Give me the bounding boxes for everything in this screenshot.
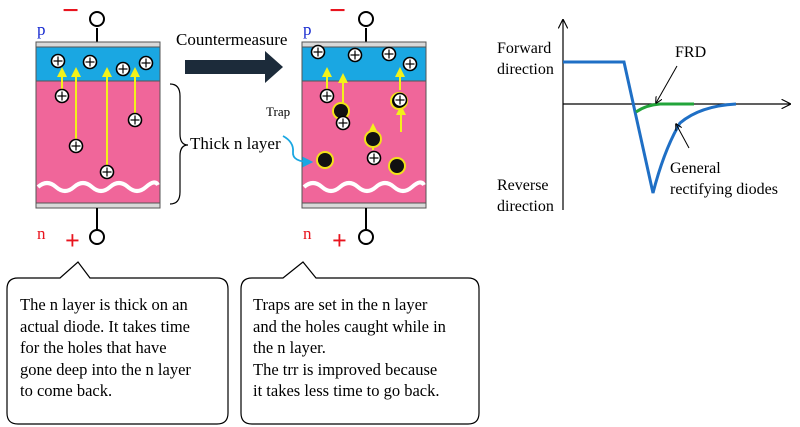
frd-pointer: [656, 65, 678, 103]
reverse-label-line: Reverse: [497, 177, 549, 194]
callout-line: it takes less time to go back.: [253, 381, 440, 400]
right-n-label: n: [303, 224, 312, 243]
frd-label: FRD: [675, 44, 707, 61]
left-p-label: p: [37, 20, 46, 39]
left-n-layer: [35, 80, 161, 204]
left-wave: [36, 180, 160, 193]
right-p-label: p: [303, 20, 312, 39]
left-n-label: n: [37, 224, 46, 243]
right-callout-text: Traps are set in the n layer and the hol…: [253, 294, 446, 402]
general-pointer: [676, 124, 690, 149]
left-plus-sign: +: [65, 226, 80, 255]
left-callout-bubble: [6, 261, 229, 425]
right-device: [301, 11, 427, 245]
callout-line: Traps are set in the n layer: [253, 295, 428, 314]
left-bottom-terminal: [89, 229, 105, 245]
right-top-terminal: [358, 11, 374, 27]
reverse-label-line: direction: [497, 198, 554, 215]
left-top-terminal: [89, 11, 105, 27]
left-callout-text: The n layer is thick on an actual diode.…: [20, 294, 191, 402]
countermeasure-arrow-icon: [185, 51, 283, 83]
right-callout-bubble: [240, 261, 480, 425]
callout-line: The n layer is thick on an: [20, 295, 188, 314]
callout-line: The trr is improved because: [253, 359, 438, 379]
reverse-direction-label: Reverse direction: [497, 175, 554, 217]
right-minus-sign: −: [329, 0, 347, 27]
trap-icon: [388, 157, 406, 175]
callout-line: actual diode. It takes time: [20, 316, 190, 336]
right-bottom-electrode: [301, 202, 427, 209]
general-label-line: rectifying diodes: [670, 181, 778, 198]
trap-icon: [316, 151, 334, 169]
countermeasure-label: Countermeasure: [176, 30, 288, 49]
trap-icon: [364, 130, 382, 148]
general-rectifying-label: General rectifying diodes: [670, 158, 778, 200]
callout-line: gone deep into the n layer: [20, 359, 191, 379]
trap-label: Trap: [266, 104, 291, 119]
callout-line: the n layer.: [253, 338, 326, 357]
right-bottom-terminal: [358, 229, 374, 245]
thick-n-layer-label: Thick n layer: [190, 134, 281, 153]
trap-pointer-arrow: [282, 135, 314, 168]
forward-label-line: direction: [497, 61, 554, 78]
right-plus-sign: +: [332, 226, 347, 255]
thick-n-bracket: [169, 83, 189, 205]
left-minus-sign: −: [62, 0, 80, 27]
left-device: [35, 11, 161, 245]
forward-direction-label: Forward direction: [497, 38, 554, 80]
callout-line: for the holes that have: [20, 338, 167, 357]
callout-line: to come back.: [20, 381, 113, 400]
general-label-line: General: [670, 160, 721, 177]
right-wave: [302, 180, 426, 193]
forward-label-line: Forward: [497, 40, 552, 57]
callout-line: and the holes caught while in: [253, 316, 446, 336]
trap-icon: [332, 102, 350, 120]
reverse-recovery-graph: [563, 20, 790, 210]
